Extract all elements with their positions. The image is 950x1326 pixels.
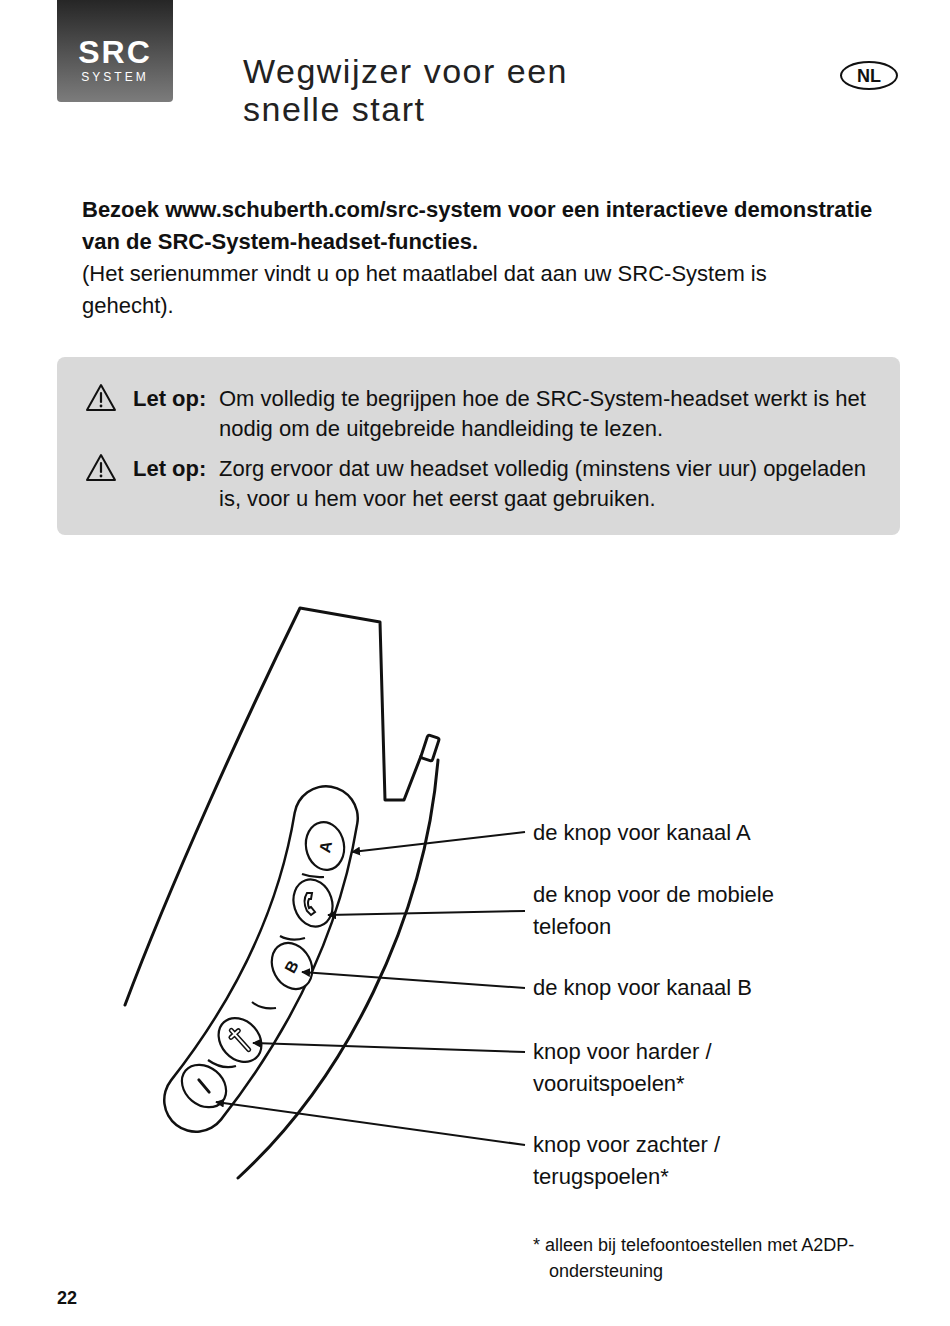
warning-triangle [87, 385, 115, 410]
leader-lines [216, 832, 525, 1145]
page-title: Wegwijzer voor een snelle start [243, 52, 623, 128]
callout-text: de knop voor kanaal B [533, 972, 863, 1004]
language-code: NL [857, 66, 881, 86]
language-badge: NL [840, 61, 898, 90]
intro-note: (Het serienummer vindt u op het maatlabe… [82, 258, 827, 322]
note-panel: Let op:Om volledig te begrijpen hoe de S… [57, 357, 900, 535]
warning-icons [85, 357, 135, 535]
note-text: Zorg ervoor dat uw headset volledig (min… [219, 454, 884, 514]
note-heading: Let op: [133, 454, 219, 484]
note-heading: Let op: [133, 384, 219, 414]
page-number: 22 [57, 1287, 117, 1309]
callout-text: knop voor zachter / terugspoelen* [533, 1129, 778, 1193]
button-strip [196, 818, 326, 1100]
note-text: Om volledig te begrijpen hoe de SRC-Syst… [219, 384, 884, 444]
footnote: * alleen bij telefoontoestellen met A2DP… [533, 1232, 859, 1284]
logo-text: SRC [57, 34, 173, 70]
logo-box: SRCSYSTEM [57, 0, 173, 102]
button-icons [199, 893, 315, 1092]
callout-text: de knop voor kanaal A [533, 817, 863, 849]
intro-text: Bezoek www.schuberth.com/src-system voor… [82, 194, 892, 258]
callout-text: de knop voor de mobiele telefoon [533, 879, 833, 943]
callout-text: knop voor harder / vooruitspoelen* [533, 1036, 773, 1100]
helmet-outline [125, 608, 439, 1178]
warning-triangle [87, 455, 115, 480]
buttons [173, 819, 347, 1116]
logo-subtext: SYSTEM [57, 70, 173, 84]
